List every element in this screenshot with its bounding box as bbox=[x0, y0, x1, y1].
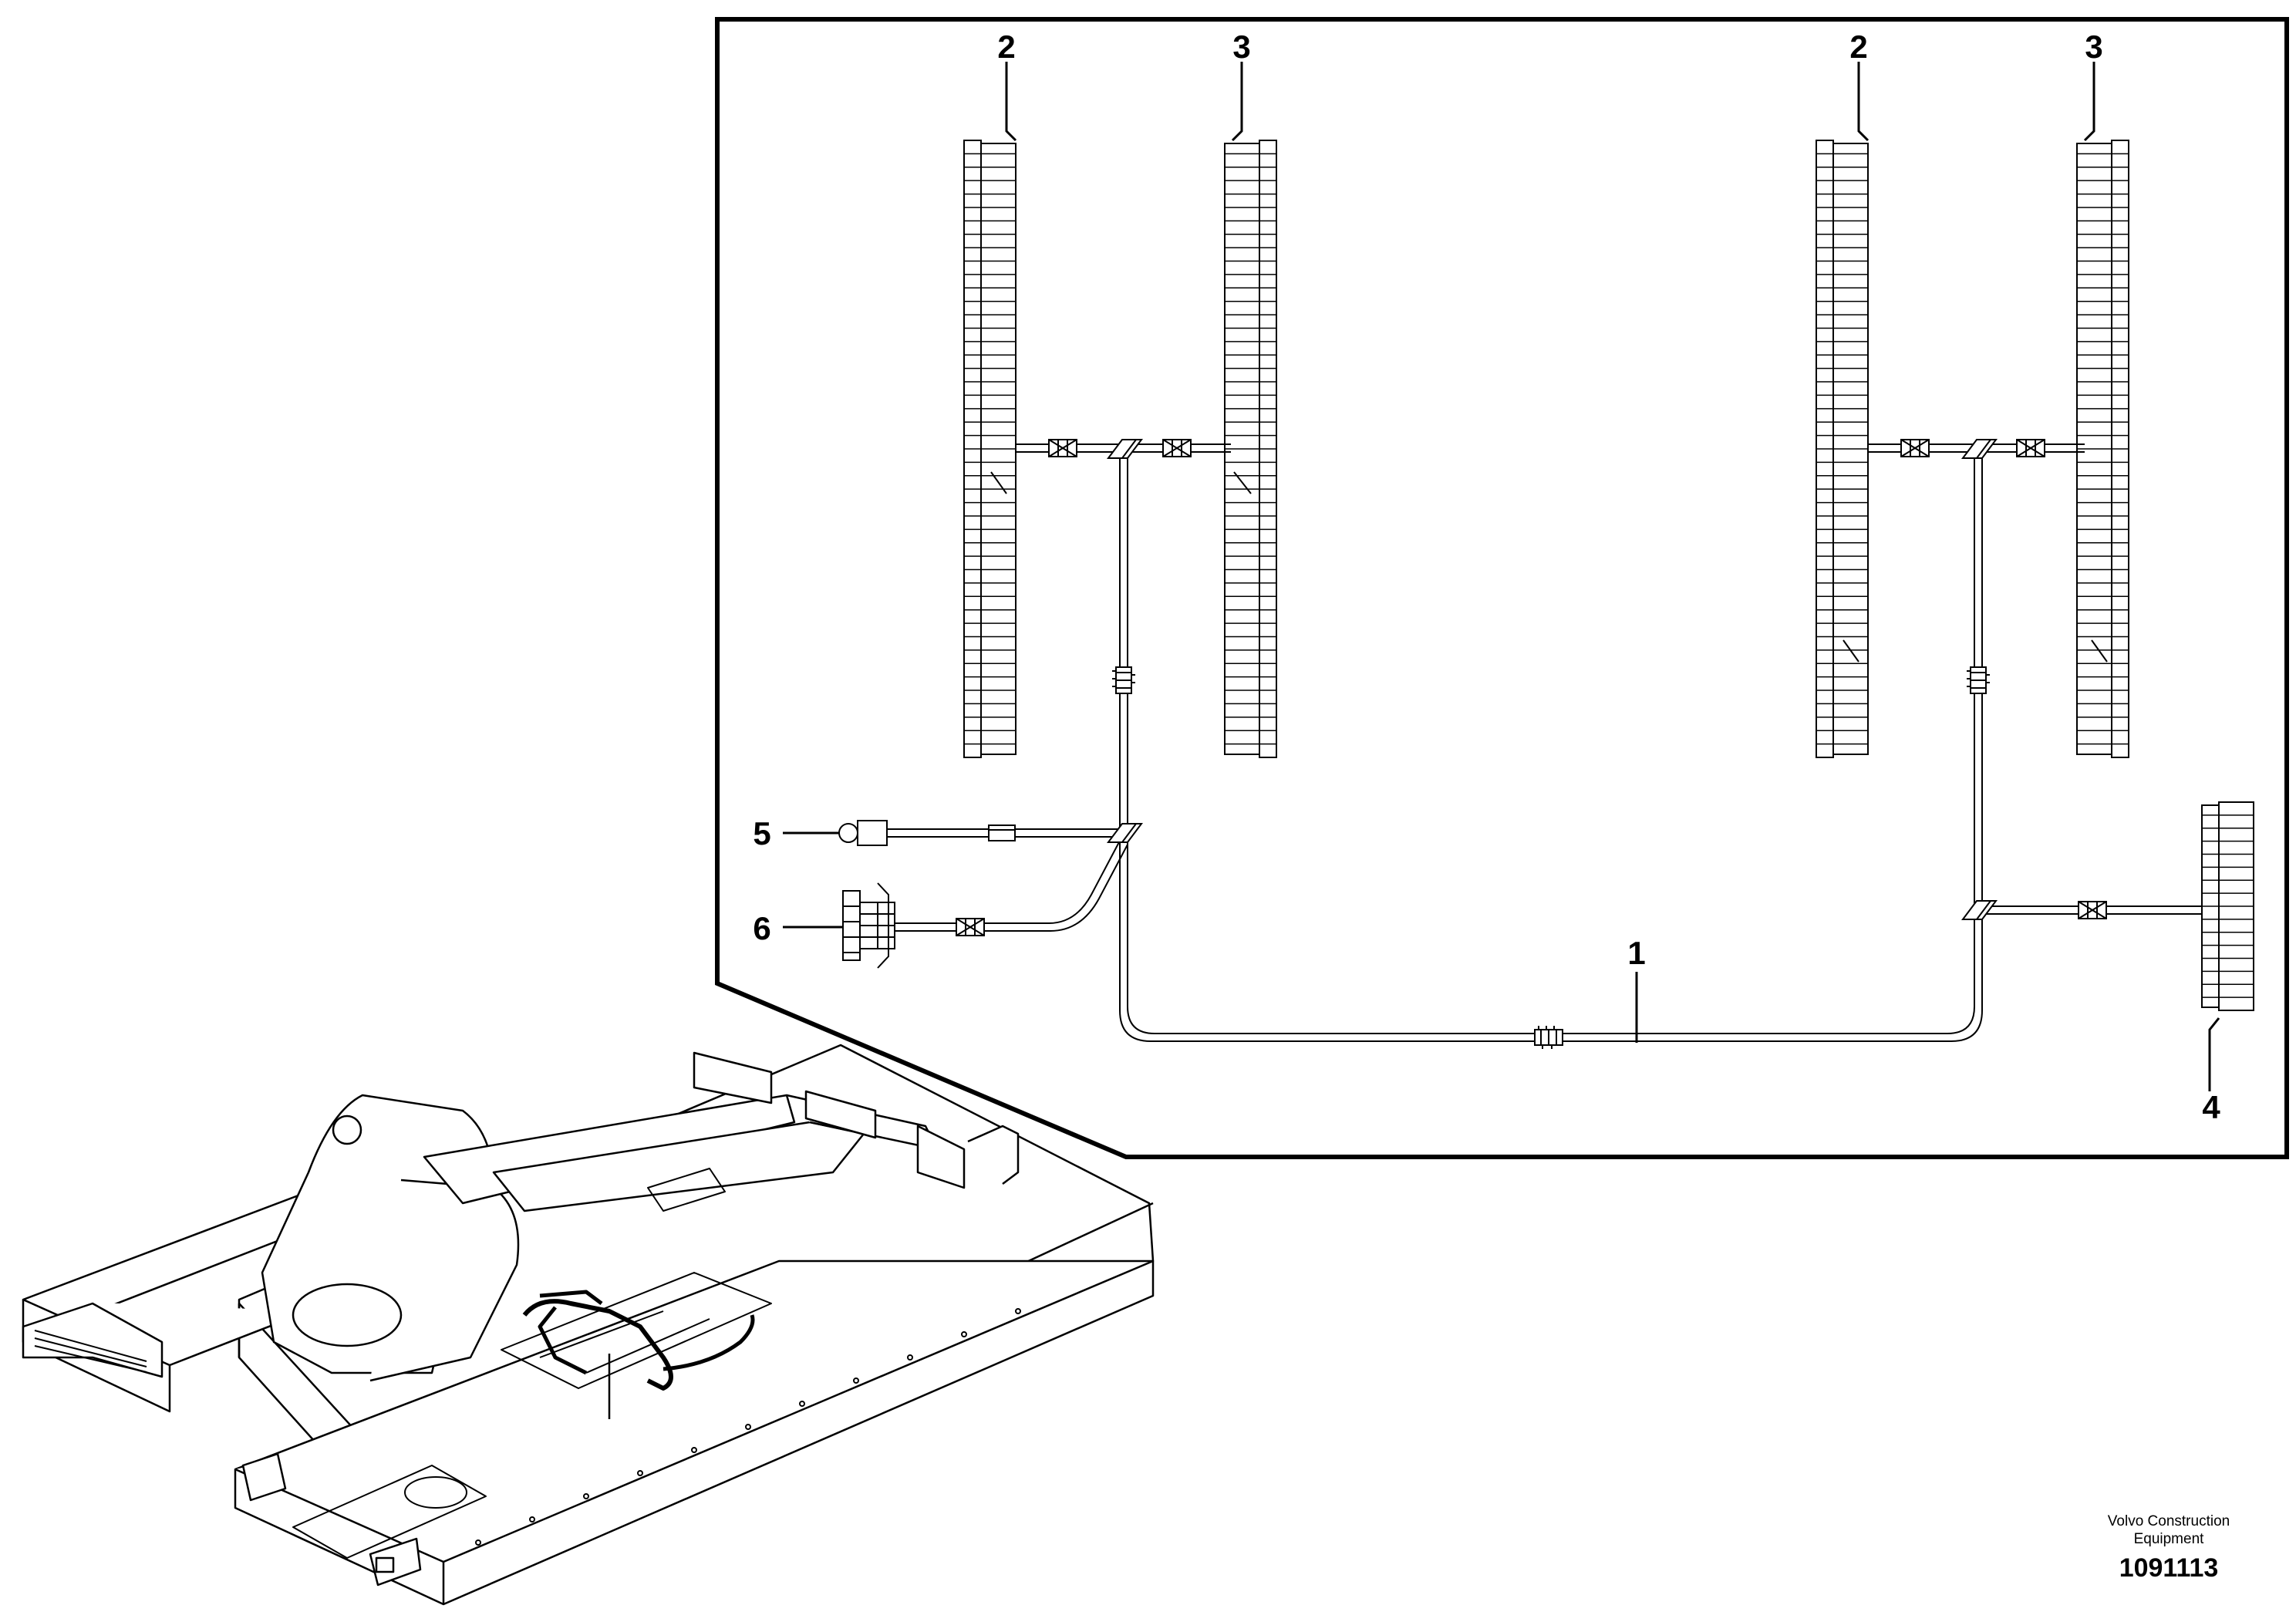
sensor-bulb bbox=[838, 823, 858, 843]
sleeve bbox=[988, 824, 1016, 841]
callout-labels: 2 3 2 3 1 4 5 6 1 bbox=[598, 29, 2220, 1432]
split-clip bbox=[1961, 439, 1998, 459]
callout-3-right: 3 bbox=[2085, 29, 2102, 65]
callout-1-detail: 1 bbox=[1627, 935, 1645, 971]
callout-4: 4 bbox=[2202, 1089, 2220, 1125]
callout-2-left: 2 bbox=[997, 29, 1015, 65]
diagonal-mark bbox=[1843, 639, 1859, 663]
terminal-block-3-left bbox=[1224, 140, 1277, 758]
harness-connectors bbox=[838, 439, 2107, 1049]
split-clip bbox=[1107, 823, 1143, 843]
sensor-connector bbox=[857, 820, 888, 846]
excavator-frame-illustration bbox=[22, 1044, 1155, 1606]
document-caption: Volvo Construction Equipment 1091113 bbox=[2108, 1513, 2230, 1583]
split-clip bbox=[1107, 439, 1143, 459]
caption-line-2: Equipment bbox=[2134, 1531, 2205, 1547]
detail-frame bbox=[715, 17, 2289, 1159]
terminal-block-4 bbox=[2201, 801, 2254, 1011]
diagonal-mark bbox=[1233, 471, 1252, 494]
caption-line-1: Volvo Construction bbox=[2108, 1513, 2230, 1529]
callout-2-right: 2 bbox=[1849, 29, 1867, 65]
document-number: 1091113 bbox=[2119, 1553, 2219, 1583]
terminal-block-3-right bbox=[2076, 140, 2129, 758]
terminal-block-2-left bbox=[963, 140, 1017, 758]
split-clip bbox=[1961, 900, 1998, 920]
callout-3-left: 3 bbox=[1232, 29, 1250, 65]
diagonal-mark bbox=[2091, 639, 2108, 663]
small-terminal-block bbox=[842, 890, 861, 961]
callout-5: 5 bbox=[753, 815, 770, 851]
terminal-block-2-right bbox=[1816, 140, 1869, 758]
harness-wiring bbox=[887, 443, 2202, 1042]
diagonal-mark bbox=[990, 471, 1007, 494]
leader-lines bbox=[783, 62, 2220, 1091]
terminal-blocks bbox=[963, 140, 2254, 1011]
callout-6: 6 bbox=[753, 910, 770, 946]
